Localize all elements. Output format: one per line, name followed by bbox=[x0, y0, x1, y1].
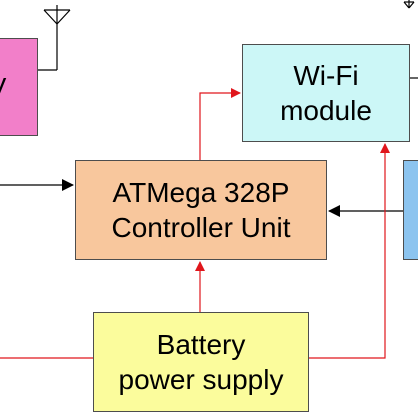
controller-line1: ATMega 328P bbox=[112, 177, 290, 208]
controller-line2: Controller Unit bbox=[111, 212, 291, 243]
controller-unit-block: ATMega 328P Controller Unit bbox=[75, 160, 327, 260]
battery-line1: Battery bbox=[156, 329, 246, 360]
partial-right-block bbox=[403, 160, 418, 260]
battery-supply-block: Battery power supply bbox=[93, 312, 309, 412]
antenna-icon bbox=[38, 5, 71, 71]
wifi-module-block: Wi-Fi module bbox=[242, 44, 410, 142]
partial-left-block: V bbox=[0, 38, 38, 136]
antenna-icon-partial bbox=[403, 0, 415, 9]
battery-to-wifi-line bbox=[309, 143, 390, 359]
controller-to-wifi-line bbox=[199, 88, 241, 160]
wifi-line1: Wi-Fi bbox=[293, 60, 359, 91]
partial-left-label: V bbox=[0, 71, 6, 104]
battery-line2: power supply bbox=[118, 364, 284, 395]
wifi-line2: module bbox=[280, 95, 372, 126]
